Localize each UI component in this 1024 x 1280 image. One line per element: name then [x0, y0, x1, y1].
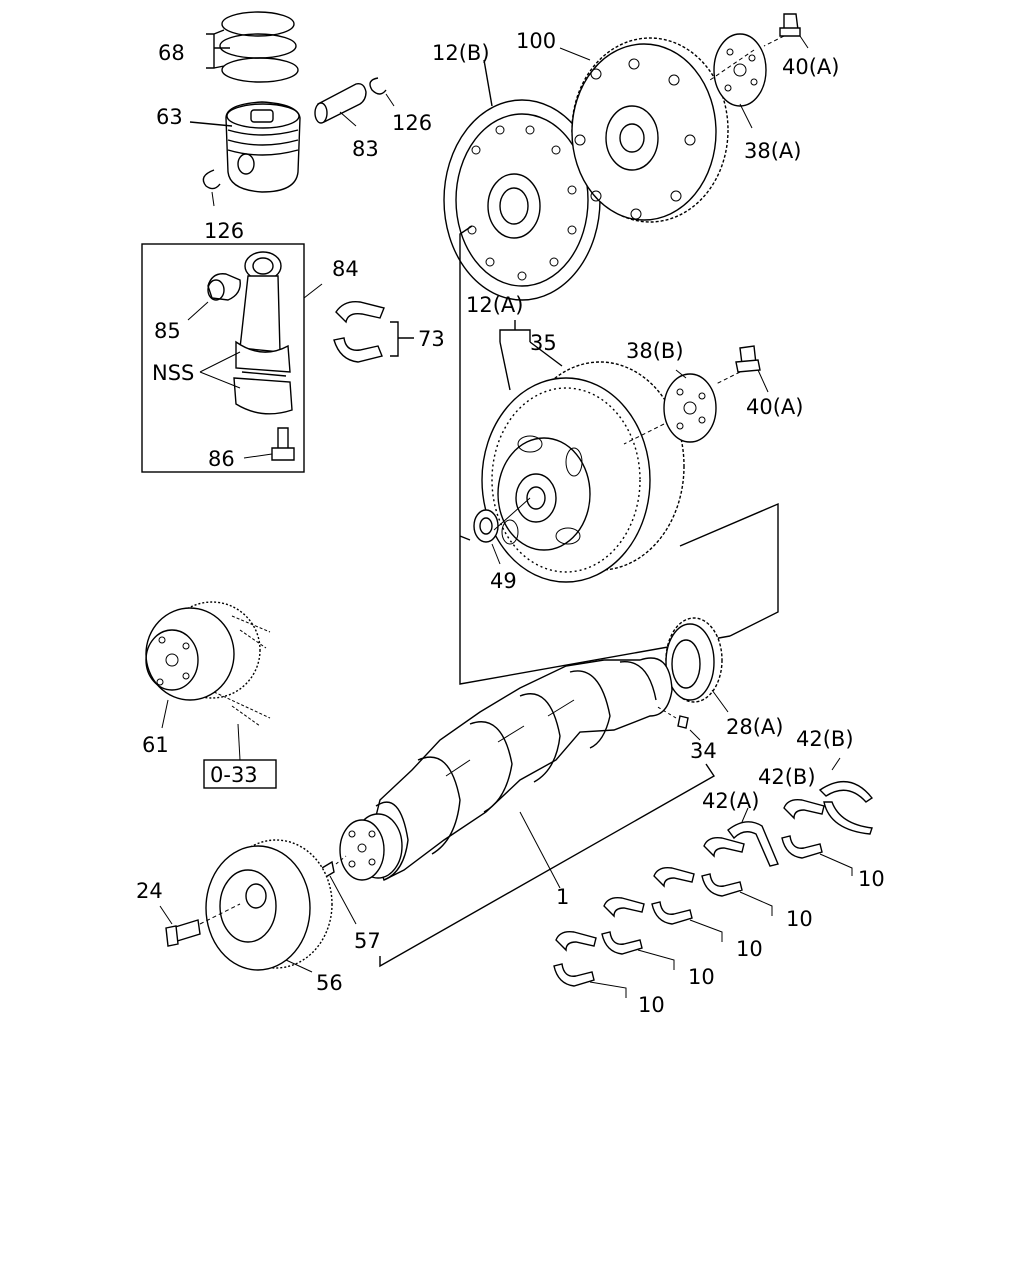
label-nss: NSS [152, 361, 194, 385]
dowel-pin-34 [655, 705, 701, 741]
label-83: 83 [352, 137, 379, 161]
label-42a: 42(A) [702, 789, 759, 813]
label-35: 35 [530, 331, 557, 355]
piston-pin [314, 82, 367, 127]
label-61: 61 [142, 733, 169, 757]
label-10-row2: 10 [688, 965, 715, 989]
pulley-bolt-24 [159, 903, 241, 947]
label-12b: 12(B) [432, 41, 490, 65]
flywheel-ring-gear [559, 37, 729, 223]
label-40a-upper: 40(A) [782, 55, 839, 79]
label-10-row4: 10 [786, 907, 813, 931]
label-86: 86 [208, 447, 235, 471]
label-10-row1: 10 [638, 993, 665, 1017]
snap-ring-upper [369, 77, 395, 107]
label-126-lower: 126 [204, 219, 244, 243]
plate-38a [713, 33, 767, 129]
bolt-40a-lower [715, 345, 769, 393]
label-1: 1 [556, 885, 569, 909]
label-ref-0-33[interactable]: 0-33 [210, 763, 258, 787]
label-28a: 28(A) [726, 715, 783, 739]
piston-rings [206, 11, 299, 83]
label-63: 63 [156, 105, 183, 129]
label-126-upper: 126 [392, 111, 432, 135]
label-10-row3: 10 [736, 937, 763, 961]
bracket-crankshaft-group [379, 763, 715, 968]
flywheel-35 [481, 341, 685, 583]
label-68: 68 [158, 41, 185, 65]
label-38a: 38(A) [744, 139, 801, 163]
label-34: 34 [690, 739, 717, 763]
damper-pulley-61 [145, 601, 271, 761]
label-84: 84 [332, 257, 359, 281]
label-49: 49 [490, 569, 517, 593]
label-57: 57 [354, 929, 381, 953]
plate-38b [623, 369, 717, 445]
main-bearings [553, 757, 874, 998]
reference-box [203, 759, 277, 789]
label-42b-top: 42(B) [796, 727, 854, 751]
connecting-rod-box [141, 243, 305, 473]
label-12a: 12(A) [466, 293, 523, 317]
label-85: 85 [154, 319, 181, 343]
label-38b: 38(B) [626, 339, 684, 363]
label-73: 73 [418, 327, 445, 351]
small-end-bushing [207, 273, 241, 301]
crank-nose [339, 813, 403, 881]
rod-bearing-set [333, 301, 414, 363]
label-24: 24 [136, 879, 163, 903]
pilot-bearing [473, 497, 531, 565]
rod-bolt [243, 427, 295, 461]
label-42b-mid: 42(B) [758, 765, 816, 789]
bracket-12a [499, 320, 531, 342]
label-100: 100 [516, 29, 556, 53]
connecting-rod [233, 251, 293, 415]
crank-pulley-56 [205, 839, 333, 973]
flywheel-plate-b [443, 59, 601, 301]
piston [189, 101, 301, 193]
crank-gear [665, 617, 729, 713]
snap-ring-lower [202, 169, 221, 207]
label-40a-lower: 40(A) [746, 395, 803, 419]
label-56: 56 [316, 971, 343, 995]
label-10-row6: 10 [858, 867, 885, 891]
bracket-flywheel-group [459, 225, 779, 685]
crankshaft [369, 657, 673, 889]
bolt-40a-upper [709, 13, 809, 81]
